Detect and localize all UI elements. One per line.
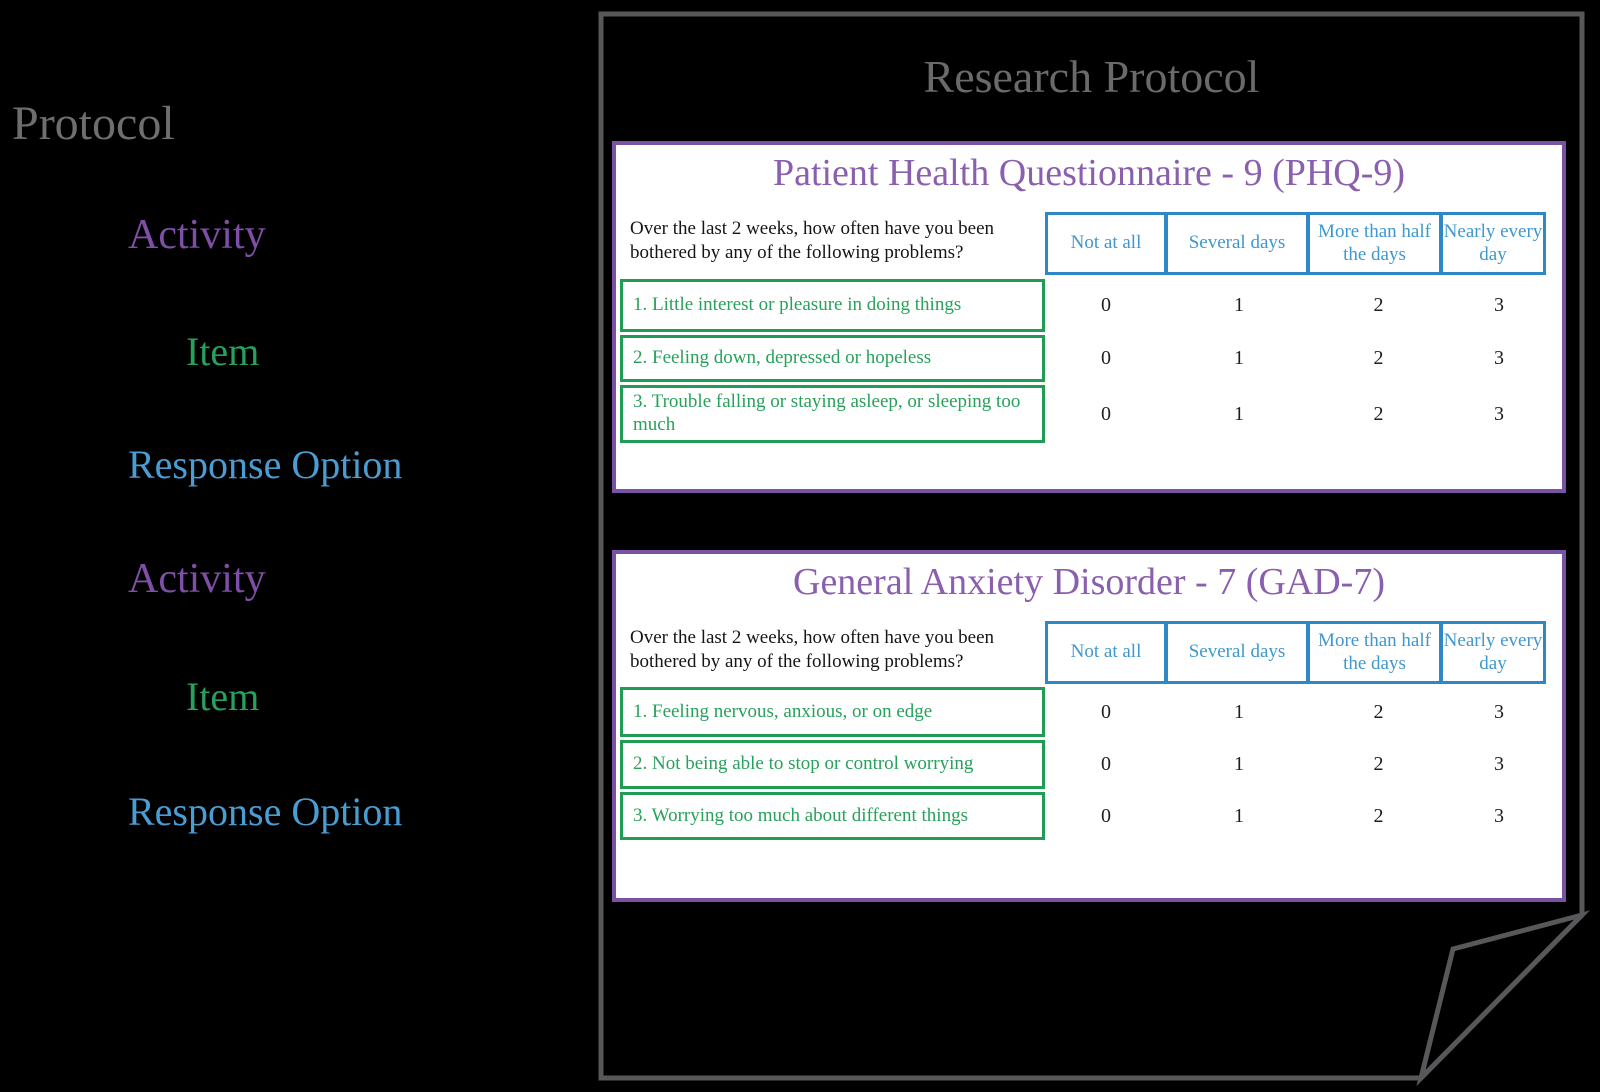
value-cell: 2 xyxy=(1373,402,1384,425)
item-values-row: 0 1 2 3 xyxy=(1045,385,1552,443)
questionnaire-card-gad7: General Anxiety Disorder - 7 (GAD-7) Ove… xyxy=(612,550,1566,902)
hierarchy-label-activity-2: Activity xyxy=(128,556,266,602)
value-cell: 1 xyxy=(1234,402,1244,425)
response-header-row: Not at all Several days More than half t… xyxy=(1045,212,1546,275)
value-cell: 3 xyxy=(1494,402,1504,425)
value-cell: 3 xyxy=(1494,347,1504,369)
questionnaire-prompt: Over the last 2 weeks, how often have yo… xyxy=(630,627,995,672)
questionnaire-title-gad7: General Anxiety Disorder - 7 (GAD-7) xyxy=(793,561,1385,603)
item-row: 3. Worrying too much about different thi… xyxy=(620,792,1045,840)
response-header-cell: Several days xyxy=(1165,621,1309,684)
value-cell: 2 xyxy=(1373,294,1384,316)
response-header-cell: More than half the days xyxy=(1307,621,1442,684)
value-cell: 3 xyxy=(1494,753,1504,775)
item-label: 3. Worrying too much about different thi… xyxy=(633,804,968,826)
research-protocol-title: Research Protocol xyxy=(923,51,1260,102)
value-cell: 1 xyxy=(1234,294,1244,316)
value-cell: 2 xyxy=(1373,753,1384,775)
questionnaire-card-phq9: Patient Health Questionnaire - 9 (PHQ-9)… xyxy=(612,141,1566,493)
value-cell: 0 xyxy=(1101,402,1111,425)
value-cell: 3 xyxy=(1494,700,1504,723)
item-row: 2. Feeling down, depressed or hopeless xyxy=(620,335,1045,382)
response-header-row: Not at all Several days More than half t… xyxy=(1045,621,1546,684)
hierarchy-label-response-option-1: Response Option xyxy=(128,442,403,487)
response-header-cell: Not at all xyxy=(1045,212,1167,275)
response-header-cell: Nearly every day xyxy=(1440,212,1546,275)
value-cell: 0 xyxy=(1101,347,1111,369)
value-cell: 2 xyxy=(1373,804,1384,827)
response-header-cell: Several days xyxy=(1165,212,1309,275)
response-header-cell: More than half the days xyxy=(1307,212,1442,275)
item-values-row: 0 1 2 3 xyxy=(1045,335,1552,382)
value-cell: 3 xyxy=(1494,294,1504,316)
questionnaire-prompt: Over the last 2 weeks, how often have yo… xyxy=(630,218,995,263)
hierarchy-label-item-1: Item xyxy=(186,329,260,374)
value-cell: 3 xyxy=(1494,804,1504,827)
item-row: 1. Little interest or pleasure in doing … xyxy=(620,279,1045,332)
item-values-row: 0 1 2 3 xyxy=(1045,740,1552,789)
hierarchy-label-protocol: Protocol xyxy=(12,97,175,150)
value-cell: 2 xyxy=(1373,700,1384,723)
item-row: 1. Feeling nervous, anxious, or on edge xyxy=(620,687,1045,737)
value-cell: 0 xyxy=(1101,700,1111,723)
item-label: 3. Trouble falling or staying asleep, or… xyxy=(633,391,1021,435)
item-label: 2. Feeling down, depressed or hopeless xyxy=(633,347,932,369)
hierarchy-label-item-2: Item xyxy=(186,674,260,719)
value-cell: 1 xyxy=(1234,804,1244,827)
value-cell: 0 xyxy=(1101,294,1111,316)
page-fold-icon xyxy=(1416,910,1591,1087)
item-label: 1. Little interest or pleasure in doing … xyxy=(633,294,962,316)
item-values-row: 0 1 2 3 xyxy=(1045,279,1552,332)
value-cell: 2 xyxy=(1373,347,1384,369)
item-values-row: 0 1 2 3 xyxy=(1045,792,1552,840)
value-cell: 1 xyxy=(1234,753,1244,775)
item-row: 2. Not being able to stop or control wor… xyxy=(620,740,1045,789)
response-header-cell: Not at all xyxy=(1045,621,1167,684)
value-cell: 0 xyxy=(1101,804,1111,827)
questionnaire-title-phq9: Patient Health Questionnaire - 9 (PHQ-9) xyxy=(772,152,1406,194)
hierarchy-label-activity-1: Activity xyxy=(128,212,266,258)
value-cell: 1 xyxy=(1234,347,1244,369)
item-label: 1. Feeling nervous, anxious, or on edge xyxy=(633,700,933,722)
response-header-cell: Nearly every day xyxy=(1440,621,1546,684)
value-cell: 0 xyxy=(1101,753,1111,775)
item-values-row: 0 1 2 3 xyxy=(1045,687,1552,737)
item-label: 2. Not being able to stop or control wor… xyxy=(633,753,974,775)
hierarchy-label-response-option-2: Response Option xyxy=(128,789,403,834)
item-row: 3. Trouble falling or staying asleep, or… xyxy=(620,385,1045,443)
value-cell: 1 xyxy=(1234,700,1244,723)
